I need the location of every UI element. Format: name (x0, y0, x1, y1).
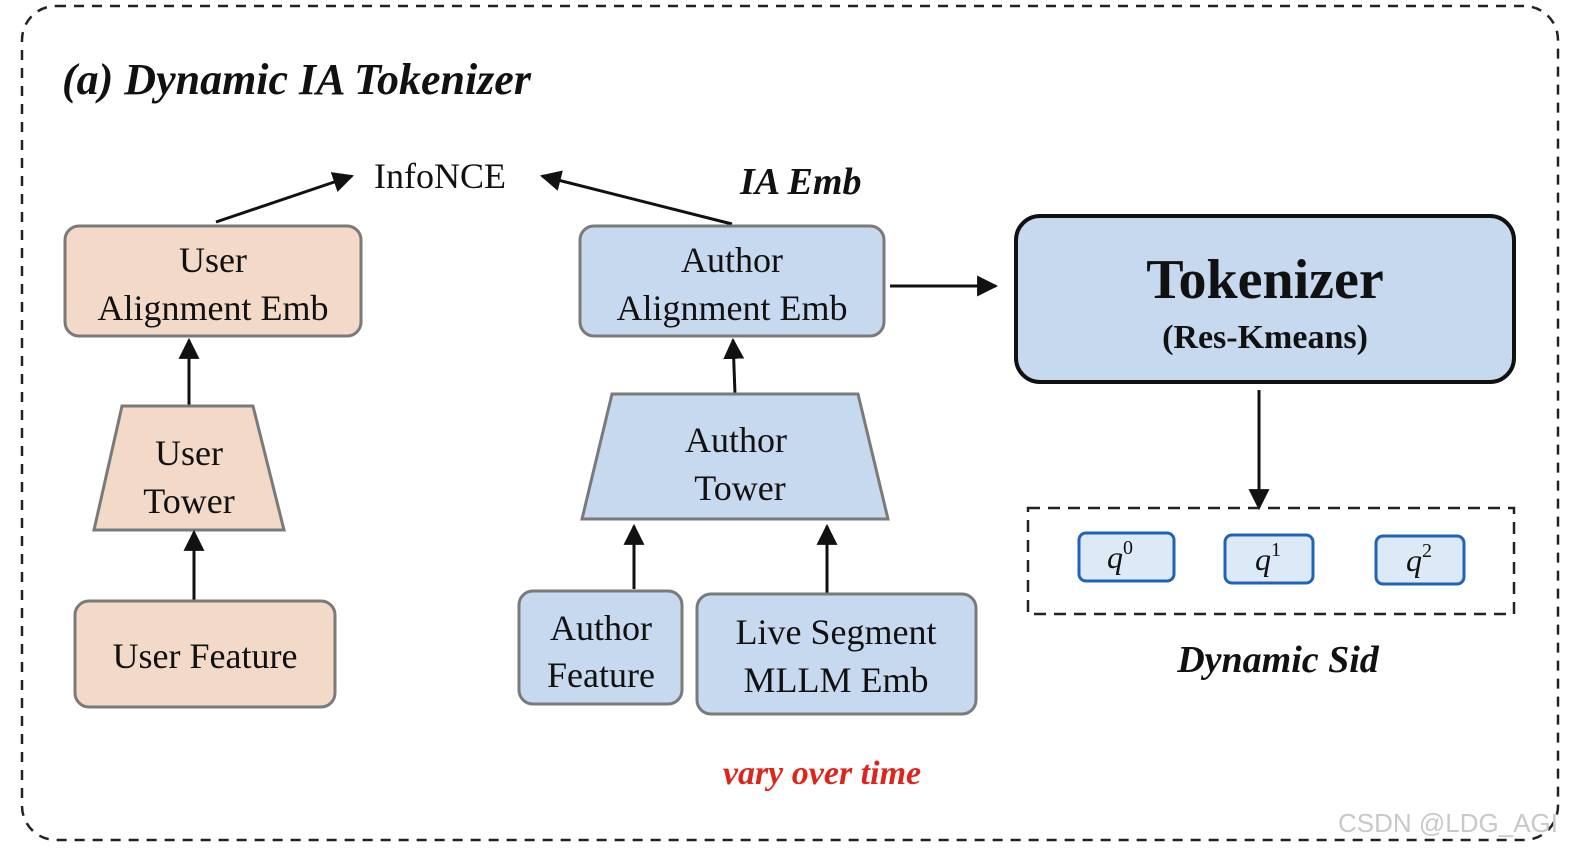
dynamic-sid-label: Dynamic Sid (1176, 639, 1380, 681)
live-segment-line2: MLLM Emb (744, 660, 929, 700)
author-alignment-emb-line2: Alignment Emb (617, 288, 848, 328)
code-2-base: q (1406, 542, 1422, 578)
author-to-infonce-arrow (539, 170, 733, 226)
code-0-sup: 0 (1123, 537, 1133, 559)
code-2-sup: 2 (1422, 540, 1432, 562)
author-tower-line2: Tower (694, 468, 785, 508)
user-tower-trapezoid (92, 404, 286, 532)
user-to-infonce-arrow (215, 172, 354, 224)
author-feature-line2: Feature (547, 655, 655, 695)
author-feature-box (517, 589, 684, 706)
code-1-base: q (1255, 541, 1271, 577)
code-1-sup: 1 (1271, 539, 1281, 561)
tokenizer-title: Tokenizer (1146, 249, 1383, 311)
ia-emb-label: IA Emb (739, 161, 861, 203)
live-segment-mllm-emb-box (695, 592, 978, 716)
code-box-2 (1374, 534, 1466, 586)
code-2-label: q2 (1406, 540, 1432, 578)
live-segment-line1: Live Segment (736, 612, 937, 652)
author-tower-line1: Author (685, 420, 787, 460)
user-tower-line2: Tower (143, 481, 234, 521)
user-tower-line1: User (155, 433, 223, 473)
user-alignment-emb-box (63, 224, 363, 338)
user-alignment-emb-line1: User (179, 240, 247, 280)
code-box-0 (1077, 531, 1176, 583)
author-alignment-emb-box (578, 224, 886, 338)
code-0-label: q0 (1107, 537, 1133, 575)
user-feature-box (73, 599, 337, 709)
author-tower-to-alignment-arrow (723, 337, 745, 395)
vary-over-time-label: vary over time (723, 755, 921, 792)
code-1-label: q1 (1255, 539, 1281, 577)
tokenizer-subtitle: (Res-Kmeans) (1162, 319, 1368, 356)
code-0-base: q (1107, 539, 1123, 575)
diagram-title: (a) Dynamic IA Tokenizer (62, 55, 532, 104)
watermark: CSDN @LDG_AGI (1338, 808, 1558, 838)
user-feature-label: User Feature (113, 636, 298, 676)
tokenizer-box (1014, 214, 1516, 384)
code-box-1 (1223, 533, 1315, 585)
infonce-label: InfoNCE (374, 156, 506, 196)
user-alignment-emb-line2: Alignment Emb (98, 288, 329, 328)
author-alignment-emb-line1: Author (681, 240, 783, 280)
author-tower-trapezoid (580, 392, 890, 521)
author-feature-line1: Author (550, 608, 652, 648)
dynamic-sid-dashed-box (1026, 506, 1516, 616)
